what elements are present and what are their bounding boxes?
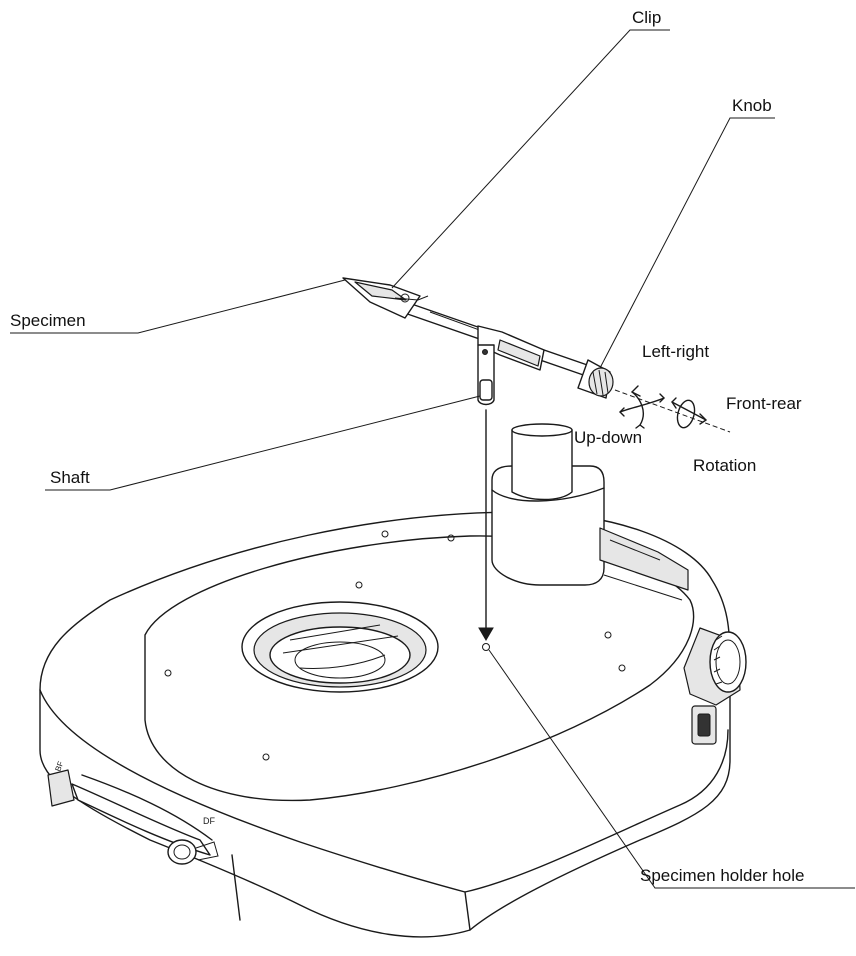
left-right-label: Left-right: [642, 342, 710, 361]
df-marking: DF: [203, 816, 215, 826]
front-rear-label: Front-rear: [726, 394, 802, 413]
pillar: [491, 423, 689, 601]
specimen-holder-hole: [482, 643, 490, 651]
rotation-label: Rotation: [693, 456, 757, 475]
specimen-holder-hole-label: Specimen holder hole: [640, 866, 805, 885]
leader-lines: [10, 29, 855, 889]
bf-df-slider: [47, 769, 219, 865]
insertion-arrow: [478, 409, 494, 641]
bf-marking: BF: [53, 760, 65, 773]
specimen-holder: [342, 277, 614, 406]
specimen-label: Specimen: [10, 311, 86, 330]
shaft: [479, 379, 493, 401]
stage-aperture: [241, 601, 439, 693]
up-down-label: Up-down: [574, 428, 643, 447]
shaft-label: Shaft: [50, 468, 90, 487]
stage-base: [39, 511, 731, 938]
knob-label: Knob: [732, 96, 772, 115]
motion-indicators: [614, 385, 731, 433]
knob: [577, 359, 614, 399]
clip-label: Clip: [632, 8, 662, 27]
clip: [342, 277, 429, 319]
side-controls: [683, 627, 747, 745]
